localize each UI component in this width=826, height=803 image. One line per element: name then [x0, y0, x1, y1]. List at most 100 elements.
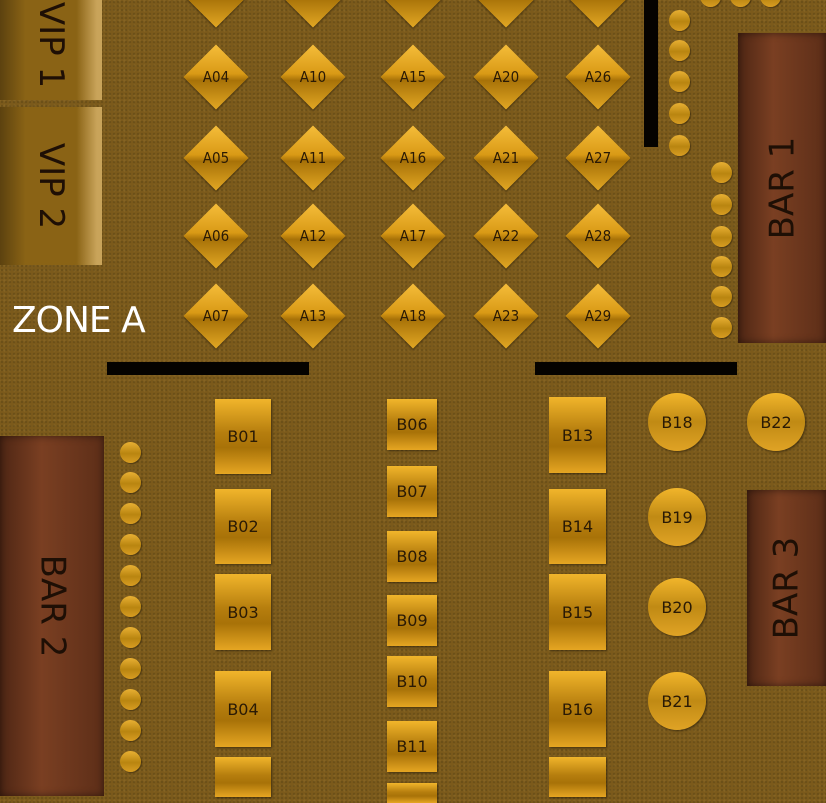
bar-2: BAR 2 [0, 436, 104, 796]
seat-label: B02 [227, 517, 259, 536]
seat-a07[interactable]: A07 [183, 283, 249, 349]
table-b13[interactable]: B13 [549, 397, 606, 473]
seat-a14[interactable]: A14 [380, 0, 446, 28]
vip-1-label: VIP 1 [30, 1, 71, 89]
stool-dot [730, 0, 751, 7]
seat-label: A22 [492, 227, 520, 245]
seat-label: A03 [186, 0, 245, 28]
seat-label: B13 [561, 425, 594, 445]
seat-label: A06 [202, 227, 230, 245]
seat-label: B20 [661, 597, 693, 617]
seat-a29[interactable]: A29 [565, 283, 631, 349]
seat-label: A14 [383, 0, 442, 28]
stool-dot [120, 534, 141, 555]
table-b08[interactable]: B08 [387, 531, 437, 582]
seat-a06[interactable]: A06 [183, 203, 249, 269]
seat-a13[interactable]: A13 [280, 283, 346, 349]
seat-label: A16 [399, 149, 427, 167]
table-b19[interactable]: B19 [648, 488, 706, 546]
table-b14[interactable]: B14 [549, 489, 606, 564]
seat-label: A05 [202, 149, 230, 167]
seat-a05[interactable]: A05 [183, 125, 249, 191]
seat-label: B18 [661, 412, 693, 432]
seat-label: A10 [299, 68, 327, 86]
table-b15[interactable]: B15 [549, 574, 606, 650]
table-b01[interactable]: B01 [215, 399, 271, 474]
vip-2-label: VIP 2 [30, 142, 71, 230]
seat-a21[interactable]: A21 [473, 125, 539, 191]
stool-dot [120, 596, 141, 617]
stool-dot [120, 565, 141, 586]
stool-dot [120, 472, 141, 493]
seat-a10[interactable]: A10 [280, 44, 346, 110]
seat-label: A19 [476, 0, 535, 28]
table-b22[interactable]: B22 [747, 393, 805, 451]
seat-a25[interactable]: A25 [565, 0, 631, 28]
stool-dot [120, 503, 141, 524]
seat-a22[interactable]: A22 [473, 203, 539, 269]
seat-label: B10 [396, 672, 428, 691]
seat-a23[interactable]: A23 [473, 283, 539, 349]
table-b04[interactable]: B04 [215, 671, 271, 747]
seat-label: B11 [396, 737, 428, 756]
table-b03[interactable]: B03 [215, 574, 271, 650]
seat-label: B09 [396, 611, 428, 630]
seat-a16[interactable]: A16 [380, 125, 446, 191]
bar-2-label: BAR 2 [32, 554, 72, 658]
bar-3-label: BAR 3 [766, 536, 807, 640]
seat-a03[interactable]: A03 [183, 0, 249, 28]
seat-label: B19 [661, 507, 693, 527]
stool-dot [711, 286, 732, 307]
seat-label: A18 [399, 307, 427, 325]
vip-1-area[interactable]: VIP 1 [0, 0, 102, 100]
stool-dot [669, 40, 690, 61]
seat-a26[interactable]: A26 [565, 44, 631, 110]
table-b06[interactable]: B06 [387, 399, 437, 450]
vip-2-area[interactable]: VIP 2 [0, 107, 102, 265]
table-b09[interactable]: B09 [387, 595, 437, 646]
seat-label: A20 [492, 68, 520, 86]
seat-label: A26 [584, 68, 612, 86]
table-b21[interactable]: B21 [648, 672, 706, 730]
stool-dot [669, 71, 690, 92]
seat-label: B06 [396, 415, 428, 434]
seat-a09[interactable]: A09 [280, 0, 346, 28]
table-b02[interactable]: B02 [215, 489, 271, 564]
seat-label: A17 [399, 227, 427, 245]
table-b16[interactable]: B16 [549, 671, 606, 747]
stool-dot [120, 751, 141, 772]
wall-vertical [644, 0, 658, 147]
table-b18[interactable]: B18 [648, 393, 706, 451]
wall-right [535, 362, 737, 375]
table-b11[interactable]: B11 [387, 721, 437, 772]
table-b07[interactable]: B07 [387, 466, 437, 517]
seat-a04[interactable]: A04 [183, 44, 249, 110]
seat-label: B16 [561, 699, 594, 719]
seat-a20[interactable]: A20 [473, 44, 539, 110]
bar-1-label: BAR 1 [762, 136, 802, 240]
stool-dot [669, 103, 690, 124]
stool-dot [711, 226, 732, 247]
stool-dot [120, 658, 141, 679]
seat-a11[interactable]: A11 [280, 125, 346, 191]
seat-label: A13 [299, 307, 327, 325]
seat-a28[interactable]: A28 [565, 203, 631, 269]
stool-dot [711, 256, 732, 277]
stool-dot [120, 627, 141, 648]
table-partial[interactable] [215, 757, 271, 797]
stool-dot [669, 135, 690, 156]
seat-a12[interactable]: A12 [280, 203, 346, 269]
seat-a27[interactable]: A27 [565, 125, 631, 191]
table-partial[interactable] [549, 757, 606, 797]
table-b20[interactable]: B20 [648, 578, 706, 636]
seat-a15[interactable]: A15 [380, 44, 446, 110]
stool-dot [711, 194, 732, 215]
table-partial[interactable] [387, 783, 437, 803]
seat-a19[interactable]: A19 [473, 0, 539, 28]
seat-label: A11 [299, 149, 327, 167]
stool-dot [120, 720, 141, 741]
table-b10[interactable]: B10 [387, 656, 437, 707]
seat-a17[interactable]: A17 [380, 203, 446, 269]
seat-a18[interactable]: A18 [380, 283, 446, 349]
seat-label: B01 [227, 427, 259, 446]
